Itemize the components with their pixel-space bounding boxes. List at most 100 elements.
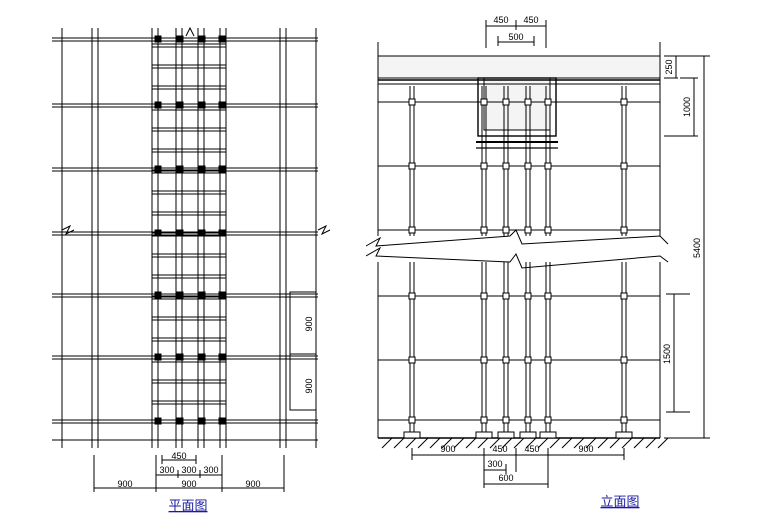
- elev-hatch-stroke: [465, 437, 477, 449]
- plan-coupler: [198, 291, 206, 299]
- elev-hatch-stroke: [381, 437, 393, 449]
- elev-hatch-stroke: [597, 437, 609, 449]
- elev-coupler: [480, 162, 488, 170]
- elev-top-dims: [485, 20, 547, 48]
- elev-dim-450-right: 450: [523, 15, 538, 25]
- elev-coupler: [502, 416, 510, 424]
- elev-hatch-stroke: [573, 437, 585, 449]
- elev-coupler: [502, 98, 510, 106]
- elev-coupler: [408, 356, 416, 364]
- elev-coupler: [620, 356, 628, 364]
- plan-coupler: [198, 165, 206, 173]
- plan-coupler: [198, 35, 206, 43]
- elev-dim-600: 600: [498, 473, 513, 483]
- elev-base-plate-1: [475, 431, 493, 439]
- plan-dim-300-c: 300: [203, 465, 218, 475]
- elev-dim-500: 500: [508, 32, 523, 42]
- elev-coupler: [620, 226, 628, 234]
- plan-coupler: [154, 417, 162, 425]
- elev-coupler: [502, 292, 510, 300]
- elev-coupler: [544, 292, 552, 300]
- plan-coupler: [176, 35, 184, 43]
- elev-coupler: [408, 98, 416, 106]
- elev-dim-5400: 5400: [692, 238, 702, 258]
- plan-coupler: [218, 35, 226, 43]
- elev-coupler: [480, 356, 488, 364]
- elev-base-plate-4: [539, 431, 557, 439]
- elev-hatch-stroke: [453, 437, 465, 449]
- elev-hatch-stroke: [633, 437, 645, 449]
- elev-coupler: [620, 292, 628, 300]
- plan-coupler: [218, 229, 226, 237]
- elev-coupler: [524, 356, 532, 364]
- elev-base-plate-2: [497, 431, 515, 439]
- elev-coupler: [524, 416, 532, 424]
- elev-dim-900-left: 900: [440, 444, 455, 454]
- elev-hatch-stroke: [513, 437, 525, 449]
- elev-coupler: [480, 98, 488, 106]
- elev-coupler: [480, 416, 488, 424]
- plan-coupler: [154, 35, 162, 43]
- elev-hatch-stroke: [417, 437, 429, 449]
- plan-coupler: [176, 353, 184, 361]
- plan-coupler: [154, 291, 162, 299]
- elev-coupler: [524, 98, 532, 106]
- elev-dim-900-right: 900: [578, 444, 593, 454]
- elev-bottom-dims: [411, 448, 625, 488]
- elev-coupler: [620, 98, 628, 106]
- plan-coupler: [218, 353, 226, 361]
- plan-coupler: [154, 353, 162, 361]
- elevation-view: [365, 20, 710, 488]
- plan-coupler: [198, 101, 206, 109]
- elev-beam: [483, 77, 551, 131]
- elev-coupler: [502, 226, 510, 234]
- elev-dim-1000: 1000: [682, 97, 692, 117]
- elev-hatch-stroke: [645, 437, 657, 449]
- elev-coupler: [408, 416, 416, 424]
- elev-coupler: [524, 226, 532, 234]
- elev-hatch-stroke: [489, 437, 501, 449]
- elev-base-plate-0: [403, 431, 421, 439]
- elev-coupler: [408, 162, 416, 170]
- plan-coupler: [198, 353, 206, 361]
- plan-coupler: [176, 229, 184, 237]
- plan-bottom-dims: [93, 455, 285, 492]
- elev-coupler: [544, 162, 552, 170]
- elev-hatch-stroke: [393, 437, 405, 449]
- elev-dim-1500: 1500: [662, 344, 672, 364]
- plan-ledgers: [52, 37, 318, 441]
- plan-coupler: [154, 229, 162, 237]
- elev-hatch-stroke: [561, 437, 573, 449]
- elev-hatch-stroke: [501, 437, 513, 449]
- elevation-caption: 立面图: [600, 495, 639, 510]
- elev-coupler: [620, 162, 628, 170]
- elev-coupler: [480, 292, 488, 300]
- elev-break-line-bottom: [365, 246, 669, 269]
- plan-coupler: [218, 165, 226, 173]
- plan-dim-900-right-lower: 900: [304, 378, 314, 393]
- elev-base-plate-3: [519, 431, 537, 439]
- plan-caption: 平面图: [168, 499, 207, 514]
- elev-right-dims: [664, 55, 710, 439]
- elev-hatch-stroke: [405, 437, 417, 449]
- plan-view: [52, 26, 331, 492]
- elev-coupler: [502, 162, 510, 170]
- elev-coupler: [524, 292, 532, 300]
- elev-coupler: [502, 356, 510, 364]
- elev-base-plate-5: [615, 431, 633, 439]
- elev-hatch-stroke: [549, 437, 561, 449]
- elev-base-plates: [403, 431, 633, 439]
- plan-coupler: [218, 291, 226, 299]
- elev-coupler: [544, 226, 552, 234]
- plan-dim-450: 450: [171, 451, 186, 461]
- plan-beam-ledgers: [152, 35, 226, 425]
- elev-hatch-stroke: [525, 437, 537, 449]
- elev-dim-300: 300: [487, 459, 502, 469]
- elev-coupler: [544, 416, 552, 424]
- plan-coupler: [198, 417, 206, 425]
- plan-coupler: [198, 229, 206, 237]
- plan-coupler: [154, 101, 162, 109]
- elev-hatch-stroke: [621, 437, 633, 449]
- plan-dim-900-right-upper: 900: [304, 316, 314, 331]
- plan-coupler: [218, 101, 226, 109]
